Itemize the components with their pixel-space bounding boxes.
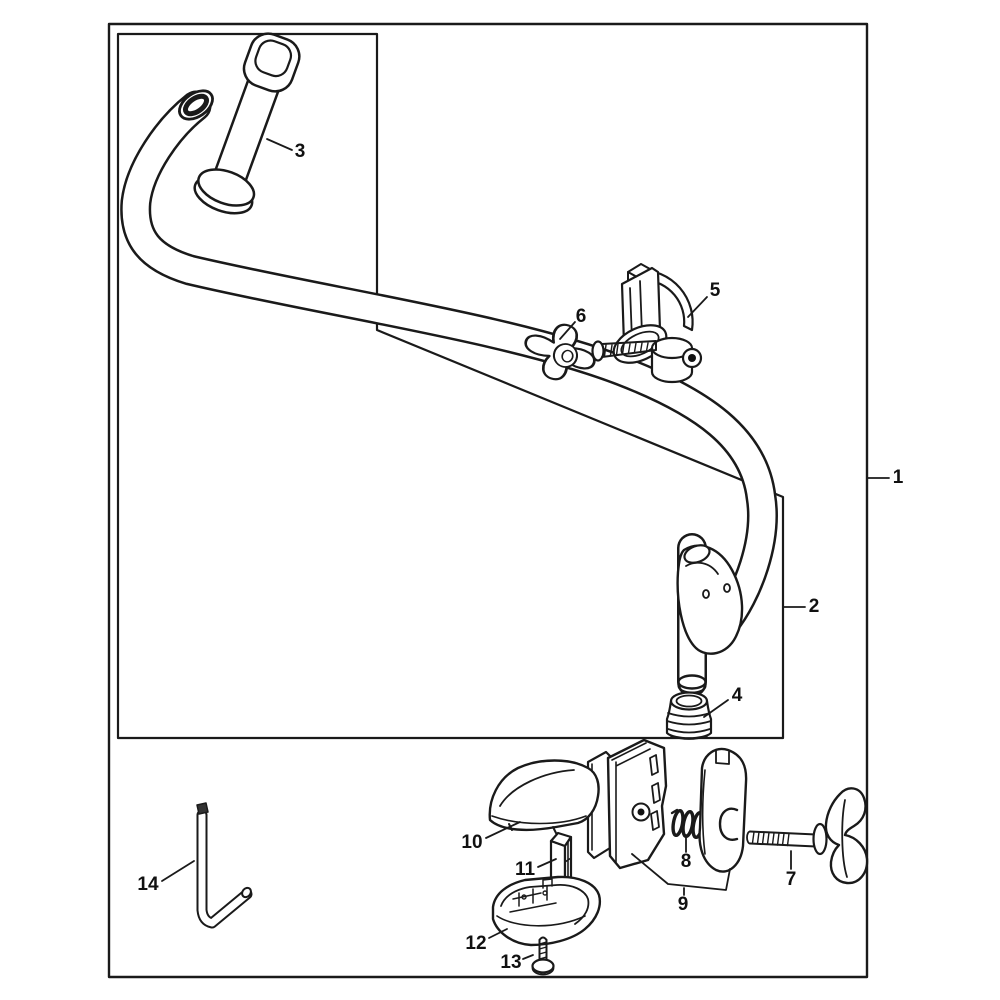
callout-3: 3 xyxy=(294,141,306,162)
callout-1: 1 xyxy=(892,467,904,488)
handle-grip xyxy=(193,32,301,215)
callout-9: 9 xyxy=(677,894,689,915)
clamp-halves xyxy=(586,738,748,873)
handlebar-tube xyxy=(120,89,778,697)
callout-7: 7 xyxy=(785,869,797,890)
outer-frame xyxy=(107,22,869,979)
allen-key xyxy=(196,802,253,929)
lower-shell xyxy=(491,875,601,947)
callout-2: 2 xyxy=(808,596,820,617)
callout-5: 5 xyxy=(709,280,721,301)
callout-12: 12 xyxy=(465,933,487,954)
knob-bolt xyxy=(746,787,869,885)
callout-4: 4 xyxy=(731,685,743,706)
callout-13: 13 xyxy=(500,952,522,973)
callout-6: 6 xyxy=(575,306,587,327)
callout-11: 11 xyxy=(514,859,536,880)
leader-lines xyxy=(161,138,890,960)
callout-14: 14 xyxy=(137,874,159,895)
star-knob xyxy=(524,323,657,381)
callout-8: 8 xyxy=(680,851,692,872)
inner-frame xyxy=(116,32,785,740)
callout-10: 10 xyxy=(461,832,483,853)
upper-cover xyxy=(488,759,600,834)
threaded-plug xyxy=(665,691,713,740)
screw xyxy=(531,936,555,976)
